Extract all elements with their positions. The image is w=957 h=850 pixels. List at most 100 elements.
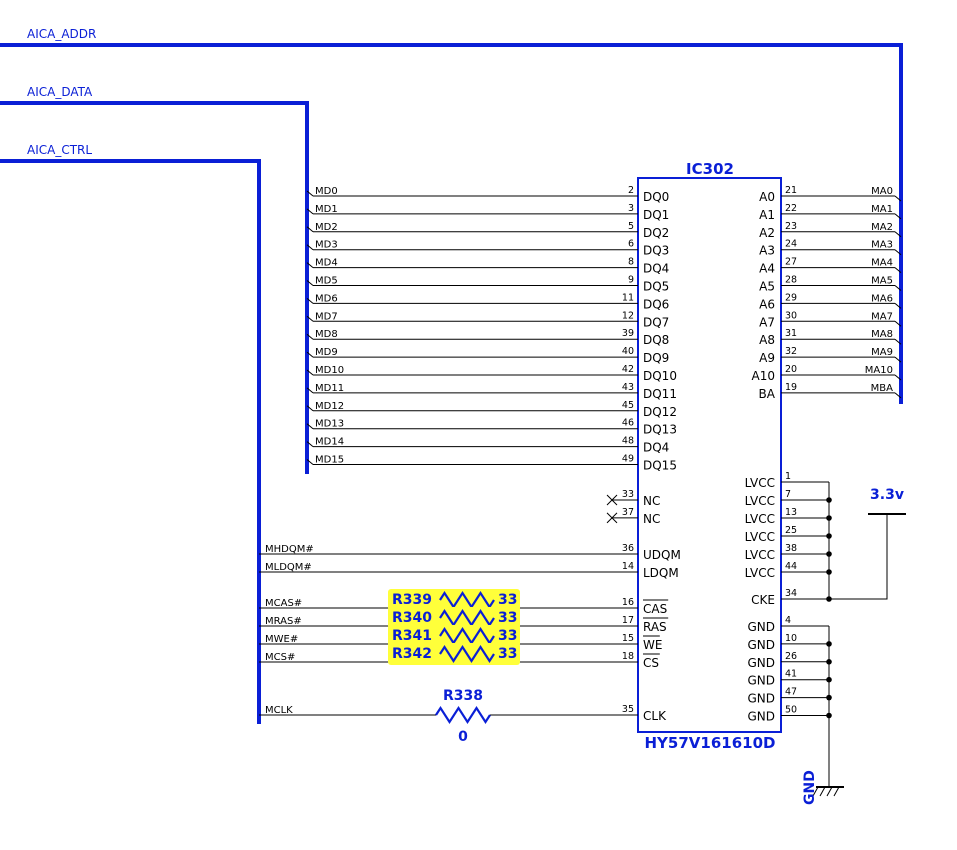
pin-name: DQ9 (643, 351, 669, 365)
bus-entry (306, 387, 314, 394)
aica-data-label: AICA_DATA (27, 85, 93, 99)
pin-number: 31 (785, 328, 797, 339)
net-label: MD10 (315, 365, 344, 376)
pin-lvcc-38: 38 LVCC (745, 543, 832, 562)
pin-name: LVCC (745, 512, 775, 526)
pin-name: LVCC (745, 548, 775, 562)
pin-name: A2 (759, 226, 775, 240)
bus-entry (306, 298, 314, 304)
pin-name: GND (747, 620, 775, 634)
pin-name: A10 (752, 369, 775, 383)
pin-name: DQ13 (643, 423, 677, 437)
pin-number: 50 (785, 705, 797, 716)
resistor-ref: R342 (392, 646, 432, 662)
pin-name: LVCC (745, 494, 775, 508)
pin-number: 23 (785, 221, 797, 232)
junction-dot (826, 569, 832, 575)
pin-name: LVCC (745, 566, 775, 580)
resistor-value: 0 (458, 729, 468, 745)
resistor-value: 33 (498, 628, 517, 644)
net-label: MD8 (315, 329, 338, 340)
bus-entry (894, 249, 902, 256)
resistor-value: 33 (498, 592, 517, 608)
ic302-body (637, 177, 782, 733)
pin-name: GND (747, 656, 775, 670)
junction-dot (826, 551, 832, 557)
pin-number: 35 (622, 704, 634, 715)
net-label: MA6 (871, 293, 893, 304)
pin-number: 42 (622, 364, 634, 375)
resistor-symbol (439, 626, 495, 646)
pin-number: 17 (622, 615, 634, 626)
junction-dot (826, 641, 832, 647)
pin-number: 3 (628, 203, 634, 214)
net-label: MBA (871, 383, 893, 394)
highlight (388, 589, 520, 611)
pin-name: DQ8 (643, 333, 669, 347)
bus-entry (306, 405, 314, 412)
pin-number: 5 (628, 221, 634, 232)
pin-name: GND (747, 674, 775, 688)
pin-name: DQ4 (643, 262, 669, 276)
pin-number: 25 (785, 525, 797, 536)
pin-number: 43 (622, 382, 634, 393)
pin-ba-19: MBA 19 BA (759, 382, 902, 401)
pin-name: LVCC (745, 476, 775, 490)
pin-name: BA (759, 387, 776, 401)
resistor-symbol (439, 590, 495, 610)
pin-name: A8 (759, 333, 775, 347)
pin-number: 19 (785, 382, 797, 393)
net-label: MD4 (315, 258, 338, 269)
pin-name: DQ3 (643, 244, 669, 258)
pin-name: NC (643, 494, 660, 508)
pin-name: A7 (759, 315, 775, 329)
aica-addr-bus (0, 43, 903, 404)
bus-entry (306, 226, 314, 233)
bus-entry (306, 441, 314, 447)
pin-number: 32 (785, 346, 797, 357)
pin-name: A6 (759, 297, 775, 311)
pin-number: 38 (785, 543, 797, 554)
junction-dot (826, 676, 832, 683)
net-label: MD9 (315, 347, 338, 358)
bus-entry (306, 262, 314, 268)
pin-name: LDQM (643, 566, 679, 580)
pin-name: A3 (759, 244, 775, 258)
nc-x-mark (606, 512, 618, 524)
net-label: MWE# (265, 634, 298, 645)
net-label: MA2 (871, 222, 893, 233)
pin-number: 47 (785, 687, 797, 698)
bus-entry (306, 369, 314, 376)
pin-name: A0 (759, 190, 775, 204)
pin-number: 10 (785, 633, 797, 644)
bus-entry (306, 280, 314, 286)
pin-number: 21 (785, 185, 797, 196)
pin-name: CAS (643, 602, 667, 616)
